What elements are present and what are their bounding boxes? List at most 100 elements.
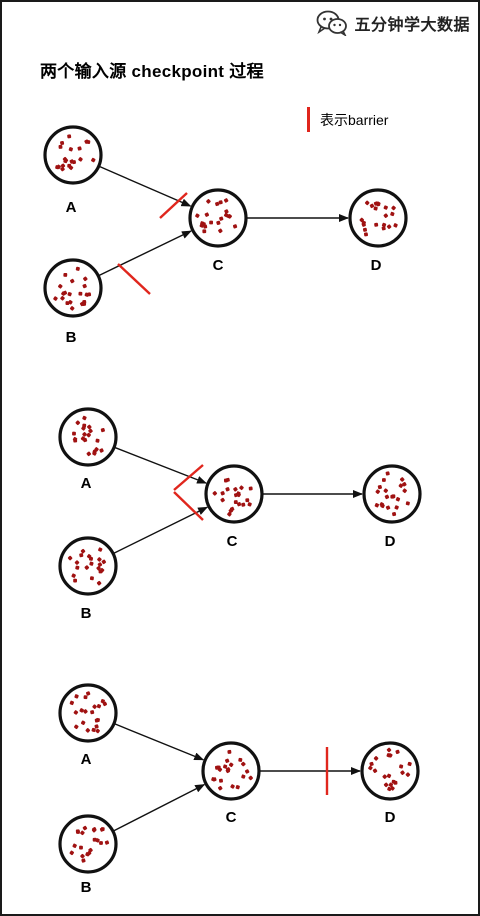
node-dot: [228, 762, 234, 768]
node-dot: [78, 291, 83, 296]
node-dot: [395, 749, 400, 755]
node-dot: [211, 777, 216, 782]
node-dot: [384, 494, 390, 500]
diagram-title: 两个输入源 checkpoint 过程: [40, 62, 264, 81]
node-dot: [238, 757, 243, 762]
node-dot: [79, 553, 84, 558]
node-dot: [224, 758, 230, 763]
node-dot: [67, 292, 72, 297]
node-dot: [80, 436, 86, 441]
node-dot: [377, 485, 382, 490]
node-dot: [70, 278, 75, 284]
node-dot: [83, 709, 88, 714]
node-dot: [58, 283, 63, 289]
node-dot: [245, 498, 250, 503]
node-dot: [56, 164, 61, 170]
node-dot: [220, 497, 225, 503]
node-dot: [239, 485, 244, 491]
node-dot: [53, 296, 58, 301]
node-dot: [236, 492, 241, 498]
node-label-b: B: [66, 329, 77, 346]
node-dot: [204, 212, 210, 217]
node-c: [204, 464, 264, 524]
node-dot: [241, 774, 246, 779]
node-dot: [91, 727, 96, 733]
node-dot: [75, 420, 81, 426]
node-dot: [82, 283, 87, 289]
node-dot: [85, 852, 90, 857]
wechat-icon: [317, 10, 348, 36]
node-dot: [385, 505, 391, 510]
barrier-marker: [173, 491, 204, 521]
node-dot: [85, 691, 91, 696]
node-dot: [60, 140, 65, 146]
node-dot: [244, 769, 250, 774]
node-dot: [203, 224, 208, 229]
node-dot: [375, 489, 381, 494]
node-label-c: C: [213, 257, 224, 274]
node-dot: [218, 778, 223, 783]
node-dot: [81, 858, 86, 863]
node-dot: [97, 557, 102, 562]
node-dot: [68, 165, 74, 171]
node-dot: [73, 710, 79, 715]
node-dot: [379, 502, 384, 507]
node-dot: [220, 491, 225, 496]
edge-b-c: [112, 784, 206, 832]
node-dot: [218, 200, 223, 205]
node-dot: [60, 163, 66, 169]
node-dot: [67, 134, 72, 139]
node-dot: [94, 447, 99, 452]
node-dot: [69, 700, 75, 706]
node-dot: [405, 501, 410, 506]
node-dot: [216, 220, 221, 225]
node-dot: [382, 774, 387, 779]
node-dot: [202, 229, 207, 234]
node-dot: [80, 548, 86, 554]
node-label-a: A: [66, 199, 77, 216]
node-dot: [385, 471, 390, 476]
node-dot: [63, 272, 68, 277]
node-dot: [364, 200, 370, 206]
node-dot: [63, 158, 68, 164]
node-dot: [223, 198, 229, 203]
node-dot: [241, 761, 246, 767]
node-dot: [60, 295, 65, 301]
node-dot: [72, 431, 76, 436]
node-dot: [386, 747, 392, 753]
node-dot: [373, 756, 379, 761]
node-dot: [393, 223, 398, 228]
node-dot: [361, 222, 366, 227]
node-dot: [381, 478, 386, 482]
node-dot: [407, 761, 412, 767]
barrier-marker: [117, 263, 151, 295]
node-dot: [381, 222, 387, 228]
node-dot: [369, 761, 374, 767]
node-dot: [85, 728, 91, 733]
node-dot: [83, 695, 88, 700]
node-dot: [390, 211, 395, 217]
node-dot: [74, 560, 80, 565]
node-dot: [92, 837, 97, 842]
node-dot: [247, 502, 252, 507]
node-dot: [233, 500, 238, 505]
node-dot: [71, 573, 76, 578]
node-dot: [248, 486, 253, 491]
node-dot: [98, 547, 103, 552]
node-dot: [376, 202, 381, 207]
node-dot: [74, 724, 79, 730]
brand-name: 五分钟学大数据: [354, 17, 470, 34]
node-dot: [227, 214, 232, 219]
brand: 五分钟学大数据: [316, 8, 470, 38]
node-dot: [75, 266, 80, 271]
node-b: [58, 536, 118, 596]
node-dot: [87, 292, 92, 297]
node-dot: [84, 139, 89, 144]
node-dot: [73, 578, 78, 583]
barrier-marker: [159, 192, 188, 219]
node-dot: [217, 785, 223, 791]
node-dot: [77, 146, 82, 151]
node-dot: [227, 749, 232, 754]
